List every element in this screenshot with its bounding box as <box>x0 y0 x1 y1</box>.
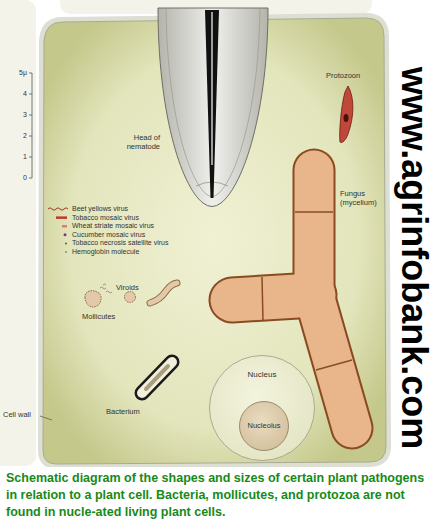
scale-tick <box>29 157 32 158</box>
mollicute-outline <box>150 283 177 303</box>
scale-tick <box>29 115 32 116</box>
mollicute <box>125 292 136 303</box>
bacterium-cytoplasm <box>146 366 168 389</box>
septum <box>295 211 333 213</box>
pathogen-label: Viroids <box>116 284 139 293</box>
caption: Schematic diagram of the shapes and size… <box>6 470 434 521</box>
protozoon-nucleus <box>344 114 349 122</box>
legend-text: Tobacco mosaic virus <box>72 214 139 222</box>
watermark: www.agrinfobank.com <box>396 67 432 450</box>
stylet-lumen <box>211 12 212 165</box>
nucleus-circle: NucleusNucleolus <box>209 355 315 461</box>
scale-bar <box>29 73 32 178</box>
legend-text: Tobacco necrosis satellite virus <box>72 239 169 247</box>
leader-line <box>40 416 52 420</box>
hypha <box>314 295 352 428</box>
neighbour-cell <box>0 0 36 466</box>
viroid <box>100 287 106 289</box>
wheat-striate-sample <box>62 225 67 228</box>
part-label: Cell wall <box>3 411 31 420</box>
pathogen-label: Mollicutes <box>82 313 115 322</box>
scale-tick <box>29 73 32 74</box>
cucumber-mosaic-sample <box>64 233 67 236</box>
scale-number: 0 <box>6 174 27 182</box>
viroid <box>106 291 112 293</box>
bacterium-wall <box>142 362 172 393</box>
nematode-stylet <box>205 10 219 198</box>
pathogen-label: Fungus (mycelium) <box>340 190 382 207</box>
bacterium-body <box>142 362 172 393</box>
tmv-sample <box>56 216 67 219</box>
nucleus-label: Nucleus <box>210 370 314 379</box>
nucleolus-circle: Nucleolus <box>239 401 289 451</box>
scale-tick <box>29 136 32 137</box>
nucleolus-label: Nucleolus <box>240 422 288 431</box>
caption-ground <box>0 467 438 529</box>
scale-tick <box>29 178 32 179</box>
nematode-head <box>158 8 268 207</box>
scale-number: 3 <box>6 111 27 119</box>
legend-text: Hemoglobin molecule <box>72 248 139 256</box>
scale-number: 5μ <box>6 69 27 77</box>
beet-yellows-sample <box>48 208 68 211</box>
scale-tick <box>29 94 32 95</box>
viroids-figure <box>100 284 112 293</box>
septum <box>316 360 352 370</box>
legend-text: Cucumber mosaic virus <box>72 231 145 239</box>
viroid <box>103 284 106 285</box>
scale-number: 2 <box>6 132 27 140</box>
septum <box>262 277 263 321</box>
legend-text: Wheat striate mosaic virus <box>72 222 154 230</box>
legend-text: Beet yellows virus <box>72 205 128 213</box>
hypha-outline <box>314 295 352 428</box>
pathogen-label: Protozoon <box>326 72 360 81</box>
pathogen-label: Head of nematode <box>112 134 160 151</box>
satellite-virus-sample <box>65 242 67 244</box>
scale-line <box>32 73 33 178</box>
mollicute <box>150 283 177 303</box>
hemoglobin-sample <box>65 251 66 252</box>
scale-number: 1 <box>6 153 27 161</box>
mollicute <box>85 291 101 307</box>
scale-number: 4 <box>6 90 27 98</box>
pathogen-label: Bacterium <box>106 408 140 417</box>
protozoon-figure <box>340 86 353 143</box>
